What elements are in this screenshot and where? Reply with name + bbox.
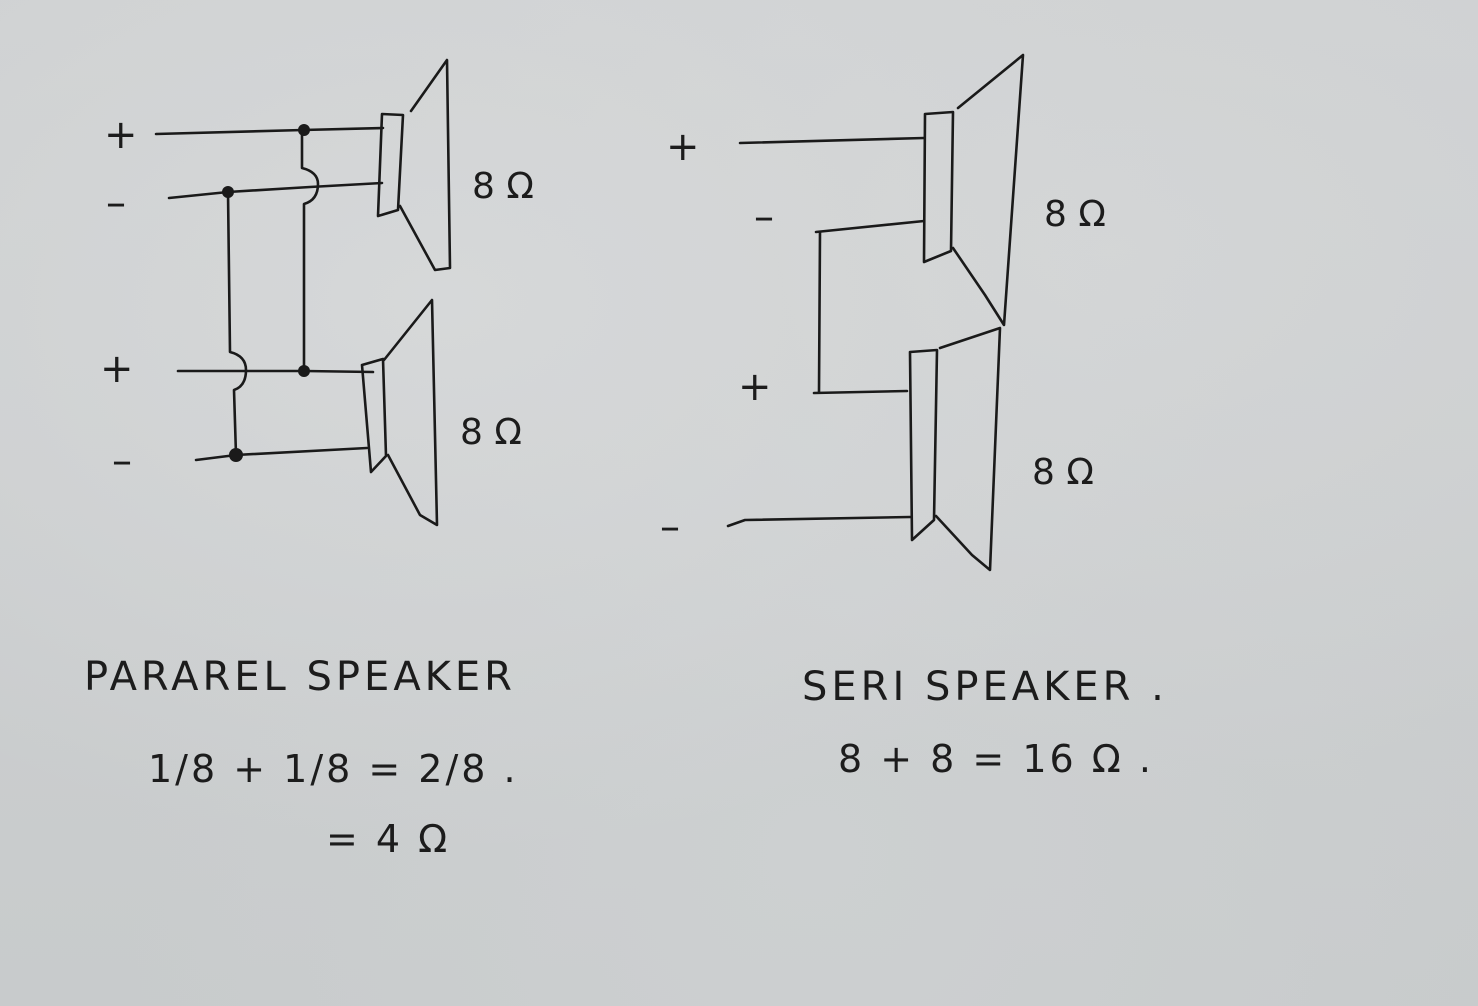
series-diagram: + – + – 8 Ω 8 Ω SERI SPEAKER . 8 + 8 = 1… (660, 53, 1168, 781)
parallel-bottom-plus-wire (176, 369, 375, 374)
speaker-magnet-icon (908, 348, 939, 542)
parallel-title: PARAREL SPEAKER (84, 654, 516, 700)
speaker-cone-icon (382, 298, 439, 527)
parallel-equation-line2: = 4 Ω (326, 817, 450, 861)
series-equation: 8 + 8 = 16 Ω . (838, 737, 1154, 781)
speaker-magnet-icon (922, 110, 955, 264)
series-link-vertical-wire (817, 230, 822, 394)
parallel-diagram: + – + – 8 Ω 8 Ω PARAREL SPEAKER (84, 58, 534, 861)
series-bottom-impedance: 8 Ω (1032, 452, 1094, 493)
parallel-bottom-plus-sign: + (100, 346, 134, 392)
parallel-top-minus-sign: – (106, 180, 126, 226)
series-plus-sign: + (666, 124, 700, 170)
series-plus-middle-sign: + (738, 364, 772, 410)
speaker-cone-icon (951, 53, 1025, 327)
series-link-bottom-wire (812, 389, 909, 395)
parallel-equation-line1: 1/8 + 1/8 = 2/8 . (148, 747, 519, 791)
parallel-bottom-minus-wire (194, 446, 369, 462)
speaker-magnet-icon (376, 112, 405, 218)
series-link-top-wire (814, 219, 926, 234)
parallel-top-minus-wire (167, 181, 384, 200)
series-minus-wire (726, 515, 912, 528)
series-minus-top-sign: – (754, 194, 774, 240)
parallel-top-speaker (376, 58, 452, 272)
parallel-top-plus-wire (154, 126, 385, 136)
parallel-top-impedance: 8 Ω (472, 166, 534, 207)
series-plus-wire (738, 136, 926, 145)
parallel-bottom-minus-sign: – (112, 438, 132, 484)
parallel-minus-bridge-wire (226, 190, 248, 457)
parallel-top-minus-junction (222, 186, 234, 198)
speaker-magnet-icon (360, 357, 388, 474)
speaker-cone-icon (934, 326, 1002, 572)
series-minus-sign: – (660, 504, 680, 550)
parallel-plus-bridge-wire (300, 130, 320, 373)
parallel-bottom-speaker (360, 298, 439, 527)
parallel-top-plus-sign: + (104, 112, 138, 158)
series-title: SERI SPEAKER . (802, 664, 1168, 710)
series-top-speaker (922, 53, 1025, 327)
series-top-impedance: 8 Ω (1044, 194, 1106, 235)
series-bottom-speaker (908, 326, 1002, 572)
parallel-bottom-impedance: 8 Ω (460, 412, 522, 453)
speaker-cone-icon (398, 58, 452, 272)
parallel-top-plus-junction (298, 124, 310, 136)
